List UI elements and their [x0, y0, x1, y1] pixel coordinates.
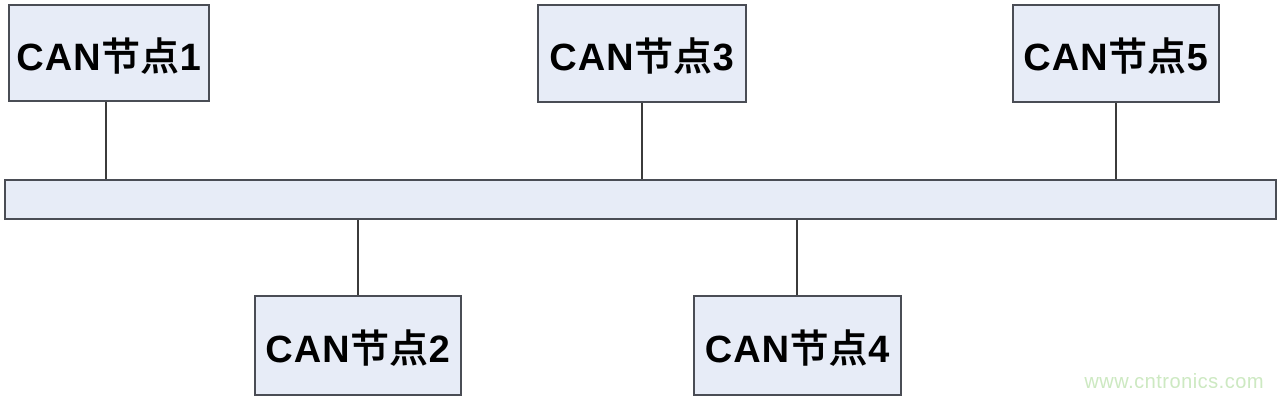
can-node-3-label: CAN节点3 [549, 37, 735, 79]
can-node-1-label: CAN节点1 [16, 36, 202, 79]
connector-node1-bus [105, 101, 107, 181]
can-node-4-label: CAN节点4 [704, 329, 891, 371]
connector-node2-bus [357, 218, 359, 297]
can-node-4: CAN节点4 [693, 295, 902, 396]
connector-node5-bus [1115, 102, 1117, 181]
can-node-5-label: CAN节点5 [1023, 37, 1209, 79]
can-bus-bar [4, 179, 1277, 220]
connector-node3-bus [641, 102, 643, 181]
can-node-1: CAN节点1 [8, 4, 210, 102]
can-node-3: CAN节点3 [537, 4, 747, 103]
can-node-5: CAN节点5 [1012, 4, 1220, 103]
can-node-2: CAN节点2 [254, 295, 462, 396]
watermark: www.cntronics.com [1084, 371, 1264, 393]
connector-node4-bus [796, 218, 798, 297]
can-node-2-label: CAN节点2 [265, 329, 451, 371]
